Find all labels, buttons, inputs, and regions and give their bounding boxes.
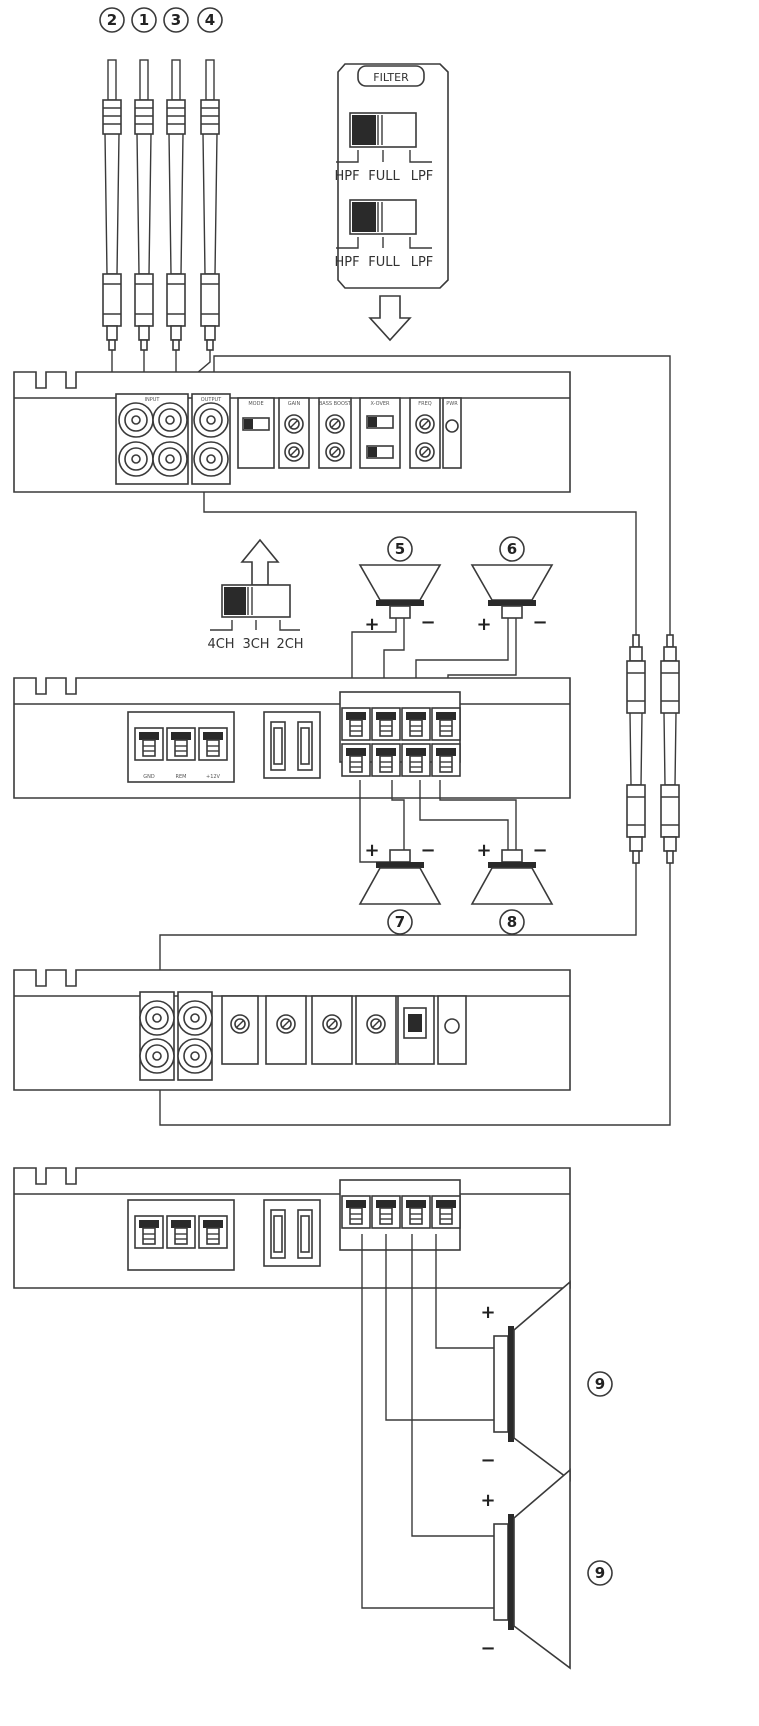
svg-text:−: − (420, 612, 435, 633)
svg-text:MODE: MODE (248, 401, 263, 407)
rca-cable-group (102, 59, 220, 351)
subwoofer-9-b: + − 9 (480, 1468, 613, 1670)
svg-text:BASS BOOST: BASS BOOST (319, 401, 352, 407)
svg-text:+: + (476, 614, 491, 635)
svg-text:2CH: 2CH (276, 637, 303, 652)
svg-text:−: − (480, 1638, 495, 1659)
svg-text:GAIN: GAIN (288, 401, 301, 407)
amplifier-1: INPUT OUTPUT MODE GAIN BASS BOOST X-OVER… (13, 371, 571, 493)
svg-text:+: + (364, 840, 379, 861)
svg-text:3: 3 (171, 11, 181, 29)
svg-text:9: 9 (595, 1564, 605, 1582)
rca-plug-3 (166, 59, 186, 351)
speaker-5: 5 + − (358, 536, 442, 635)
svg-text:LPF: LPF (411, 169, 434, 184)
svg-text:REM: REM (176, 774, 187, 780)
svg-text:INPUT: INPUT (145, 397, 161, 403)
amplifier-4 (13, 1167, 571, 1289)
filter-switch-1: HPF FULL LPF (334, 112, 434, 184)
speaker-6: 6 + − (470, 536, 554, 635)
svg-text:GND: GND (143, 774, 155, 780)
svg-text:−: − (532, 612, 547, 633)
rca-plug-2 (102, 59, 122, 351)
arrow-down (368, 295, 412, 342)
svg-text:+: + (476, 840, 491, 861)
svg-text:2: 2 (107, 11, 117, 29)
svg-text:4CH: 4CH (207, 637, 234, 652)
svg-text:3CH: 3CH (242, 637, 269, 652)
rca-cable-pair-right (626, 634, 680, 864)
svg-text:HPF: HPF (334, 255, 359, 270)
svg-text:9: 9 (595, 1375, 605, 1393)
filter-title: FILTER (373, 71, 409, 84)
svg-text:6: 6 (507, 540, 517, 558)
svg-text:4: 4 (205, 11, 215, 29)
callout-1: 1 (131, 7, 157, 33)
svg-text:X-OVER: X-OVER (370, 401, 390, 407)
svg-text:FULL: FULL (368, 169, 400, 184)
svg-text:FULL: FULL (368, 255, 400, 270)
speaker-8: + − 8 (470, 840, 554, 935)
filter-switch-2: HPF FULL LPF (334, 199, 434, 270)
svg-text:−: − (480, 1450, 495, 1471)
svg-text:LPF: LPF (411, 255, 434, 270)
rca-plug-1 (134, 59, 154, 351)
svg-text:HPF: HPF (334, 169, 359, 184)
svg-text:+: + (480, 1490, 495, 1511)
amplifier-3 (13, 969, 571, 1091)
svg-text:−: − (532, 840, 547, 861)
amplifier-2: GND REM +12V (13, 677, 571, 799)
subwoofer-9-a: + − 9 (480, 1280, 613, 1482)
svg-text:+12V: +12V (206, 774, 221, 780)
callout-2: 2 (99, 7, 125, 33)
svg-text:1: 1 (139, 11, 149, 29)
svg-text:+: + (364, 614, 379, 635)
svg-text:FREQ: FREQ (418, 401, 432, 407)
svg-text:7: 7 (395, 913, 405, 931)
svg-text:8: 8 (507, 913, 517, 931)
filter-panel: FILTER HPF FULL LPF HPF FULL LPF (334, 63, 449, 289)
arrow-up (240, 538, 280, 586)
rca-plug-4 (200, 59, 220, 351)
svg-text:OUTPUT: OUTPUT (201, 397, 222, 403)
callout-3: 3 (163, 7, 189, 33)
speaker-7: + − 7 (358, 840, 442, 935)
svg-text:+: + (480, 1302, 495, 1323)
svg-text:−: − (420, 840, 435, 861)
svg-text:5: 5 (395, 540, 405, 558)
svg-text:PWR: PWR (446, 401, 458, 407)
channel-switch: 4CH 3CH 2CH (207, 584, 304, 652)
callout-4: 4 (197, 7, 223, 33)
